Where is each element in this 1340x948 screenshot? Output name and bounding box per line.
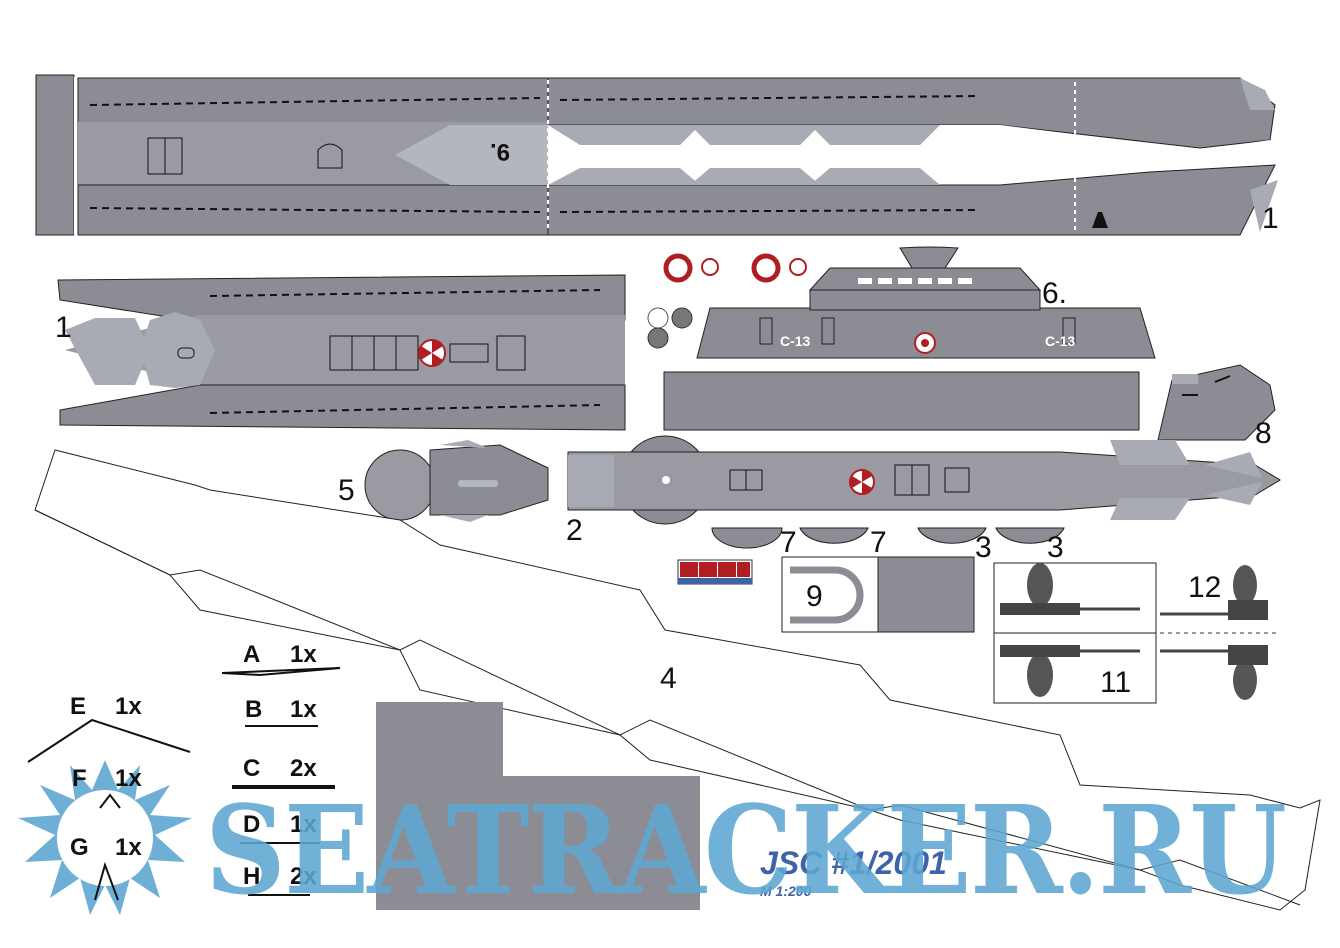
- scale-label: M 1:200: [760, 883, 812, 899]
- legend-f-letter: F: [72, 765, 87, 792]
- legend-a-qty: 1x: [290, 641, 317, 668]
- part-7a-label: 7: [780, 526, 797, 559]
- legend-d-qty: 1x: [290, 811, 317, 838]
- part-6-label: 6.: [1042, 277, 1067, 310]
- legend-e-qty: 1x: [115, 693, 142, 720]
- parts-11-12: 11 12: [993, 562, 1280, 704]
- legend-a-letter: A: [243, 641, 260, 668]
- legend-e-letter: E: [70, 693, 86, 720]
- parts-legend: A 1x B 1x C 2x D 1x H 2x: [221, 641, 341, 896]
- naval-flag-icon: [677, 559, 753, 585]
- part-1-top-label: 1: [1262, 202, 1279, 235]
- legend-c-qty: 2x: [290, 755, 317, 782]
- legend-b-qty: 1x: [290, 696, 317, 723]
- parts-efg: E 1x F 1x G 1x: [18, 693, 192, 915]
- part-3b-label: 3: [1047, 531, 1064, 564]
- legend-b-letter: B: [245, 696, 262, 723]
- legend-g-qty: 1x: [115, 834, 142, 861]
- legend-c-letter: C: [243, 755, 260, 782]
- part-5: 5: [338, 440, 549, 522]
- part-8: 8: [1157, 364, 1276, 450]
- anchor-icon: [1092, 212, 1108, 228]
- hull-code-right: C-13: [1045, 333, 1076, 349]
- part-2-label: 2: [566, 514, 583, 547]
- hull-number-label: 9.: [490, 138, 510, 165]
- parts-7-3: 7 7 3 3: [711, 526, 1065, 564]
- part-9-label: 9: [806, 580, 823, 613]
- legend-f-qty: 1x: [115, 765, 142, 792]
- part-2-deck: 2: [566, 435, 1281, 547]
- watermark-text: SEATRACKER.RU: [205, 778, 1285, 922]
- part-12-label: 12: [1188, 571, 1221, 604]
- part-9: 9: [781, 556, 975, 633]
- part-8-label: 8: [1255, 417, 1272, 450]
- part-4-strip: 4: [34, 449, 1321, 911]
- part-1-mid-label: 1: [55, 311, 72, 344]
- legend-g-letter: G: [70, 834, 89, 861]
- legend-h-qty: 2x: [290, 863, 317, 890]
- part-7b-label: 7: [870, 526, 887, 559]
- part-1-deck: 1: [55, 274, 626, 431]
- blank-panel: [376, 702, 700, 910]
- legend-d-letter: D: [243, 811, 260, 838]
- part-6-side: C-13 C-13 6.: [647, 246, 1156, 431]
- legend-h-letter: H: [243, 863, 260, 890]
- publisher-label: JSC #1/2001: [760, 845, 947, 881]
- part-3a-label: 3: [975, 531, 992, 564]
- part-5-label: 5: [338, 474, 355, 507]
- part-1-top-hull: 9. 1: [35, 74, 1279, 236]
- part-11-label: 11: [1100, 666, 1131, 699]
- hull-code-left: C-13: [780, 333, 811, 349]
- lifebuoy-icon: [663, 253, 807, 283]
- part-4-label: 4: [660, 662, 677, 695]
